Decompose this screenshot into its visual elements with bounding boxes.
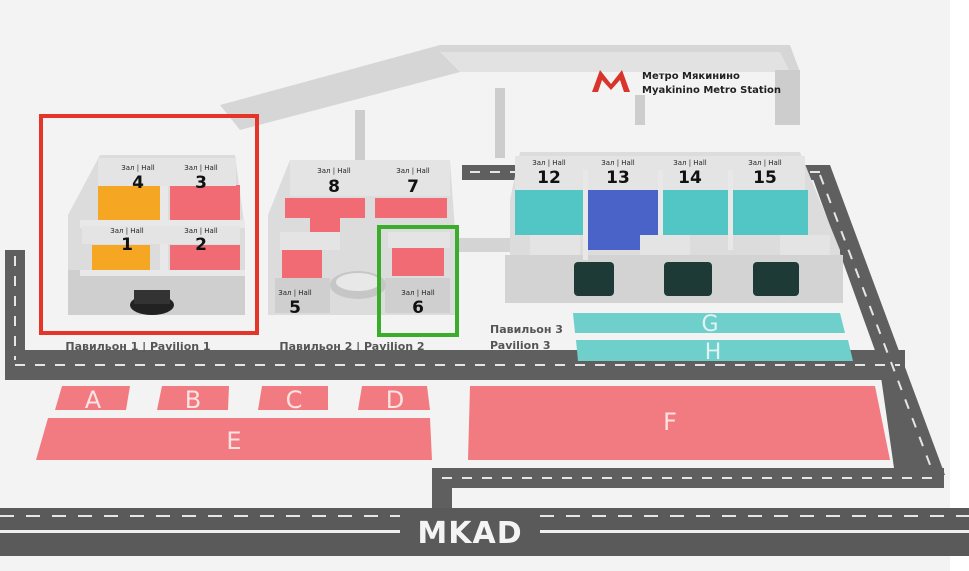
hall-6-number[interactable]: 6 [412, 298, 424, 318]
pavilion-3-label-ru: Павильон 3 [490, 323, 563, 336]
hall-7-number[interactable]: 7 [407, 177, 419, 197]
zone-a-label: A [85, 386, 102, 414]
zone-b-label: B [185, 386, 201, 414]
hall-5-label: Зал | Hall [278, 289, 312, 297]
hall-8-label: Зал | Hall [317, 167, 351, 175]
hall-12-label: Зал | Hall [532, 159, 566, 167]
zone-c-label: C [286, 386, 303, 414]
mkad-label-bg [400, 515, 540, 551]
zone-a[interactable]: A [55, 386, 130, 414]
mkad-label: MKAD [417, 516, 522, 551]
zone-e-label: E [226, 427, 241, 455]
hall-2-label: Зал | Hall [184, 227, 218, 235]
pavilion-2[interactable] [268, 160, 455, 315]
zone-h-label: H [705, 340, 722, 365]
hall-15-label: Зал | Hall [748, 159, 782, 167]
hall-8-floor [285, 198, 365, 218]
hall-15-floor [733, 190, 808, 235]
pavilion-3-entrance-1 [574, 262, 614, 296]
pavilion-3-entrance-2 [664, 262, 712, 296]
hall-3-label: Зал | Hall [184, 164, 218, 172]
highlight-green-box [377, 225, 459, 337]
zone-g[interactable]: G [573, 312, 845, 337]
pavilion-3[interactable] [505, 152, 843, 303]
hall-12-number[interactable]: 12 [537, 168, 561, 188]
hall-4-number[interactable]: 4 [132, 173, 144, 193]
hall-14-number[interactable]: 14 [678, 168, 702, 188]
pavilion-2-label: Павильон 2 | Pavilion 2 [279, 340, 424, 353]
hall-4-label: Зал | Hall [121, 164, 155, 172]
hall-15-number[interactable]: 15 [753, 168, 777, 188]
metro-name-en: Myakinino Metro Station [642, 85, 781, 96]
hall-7-label: Зал | Hall [396, 167, 430, 175]
hall-14-floor [663, 190, 728, 235]
connector-2-3 [455, 238, 510, 252]
hall-14-label: Зал | Hall [673, 159, 707, 167]
hall-2-floor [170, 245, 240, 273]
hall-3-floor [170, 185, 240, 223]
zone-b[interactable]: B [157, 386, 229, 414]
zone-f[interactable]: F [468, 386, 890, 460]
hall-6-label: Зал | Hall [401, 289, 435, 297]
hall-1-floor [92, 245, 150, 273]
hall-13-number[interactable]: 13 [606, 168, 630, 188]
hall-3-number[interactable]: 3 [195, 173, 207, 193]
hall-6-floor [392, 248, 444, 276]
hall-4-floor [98, 185, 166, 223]
hall-5-floor [282, 250, 322, 278]
hall-13-label: Зал | Hall [601, 159, 635, 167]
zone-d[interactable]: D [358, 386, 430, 414]
zone-f-label: F [663, 408, 677, 436]
pavilion-3-label-en: Pavilion 3 [490, 339, 551, 352]
hall-12-floor [515, 190, 583, 235]
zone-c[interactable]: C [258, 386, 328, 414]
pedestrian-bridge [220, 45, 800, 160]
zone-h[interactable]: H [576, 340, 853, 365]
hall-2-number[interactable]: 2 [195, 235, 207, 255]
hall-5-number[interactable]: 5 [289, 298, 301, 318]
hall-8-number[interactable]: 8 [328, 177, 340, 197]
zone-g-label: G [701, 312, 718, 337]
pavilion-3-entrance-3 [753, 262, 799, 296]
zone-e[interactable]: E [36, 418, 432, 460]
pavilion-1[interactable] [68, 155, 245, 315]
metro-logo-icon [592, 70, 630, 92]
metro-station[interactable]: Метро Мякинино Myakinino Metro Station [592, 70, 781, 96]
metro-name-ru: Метро Мякинино [642, 71, 740, 82]
pavilion-1-label: Павильон 1 | Pavilion 1 [65, 340, 210, 353]
zone-d-label: D [386, 386, 404, 414]
right-edge-strip [950, 0, 969, 571]
hall-7-floor [375, 198, 447, 218]
hall-1-number[interactable]: 1 [121, 235, 133, 255]
highlight-red-box [39, 114, 259, 335]
hall-1-label: Зал | Hall [110, 227, 144, 235]
